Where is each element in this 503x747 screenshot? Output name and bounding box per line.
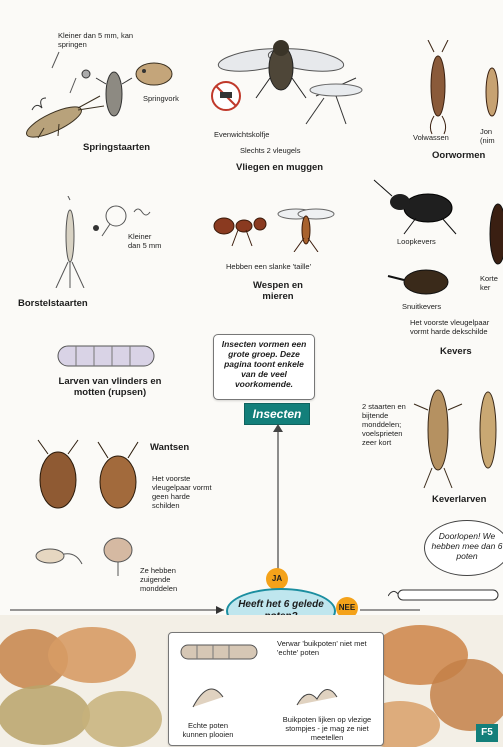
keverlarven-note: 2 staarten en bijtende monddelen; voelsp…: [362, 402, 410, 447]
ant-and-wasp-illustration: [208, 198, 342, 252]
borstelstaarten-size-note: Kleiner dan 5 mm: [128, 232, 162, 250]
wespen-title: Wespen en mieren: [248, 280, 308, 302]
verwar-note: Verwar 'buikpoten' niet met 'echte' pote…: [277, 639, 377, 657]
springvork-illustration: [134, 60, 174, 92]
aphid-illustration: [30, 530, 140, 578]
springtail-illustration: [14, 48, 154, 148]
earwig-illustration: [420, 40, 456, 136]
evenwichtskolfje-label: Evenwichtskolfje: [214, 130, 269, 139]
two-wings-note: Slechts 2 vleugels: [240, 146, 300, 155]
intro-text: Insecten vormen een grote groep. Deze pa…: [214, 335, 314, 393]
loopkevers-label: Loopkevers: [397, 237, 436, 246]
buikpoten-box: Verwar 'buikpoten' niet met 'echte' pote…: [168, 632, 384, 746]
keverlarven-title: Keverlarven: [432, 494, 486, 505]
larven-title: Larven van vlinders en motten (rupsen): [54, 376, 166, 398]
beetle-larva-illustration: [410, 380, 503, 490]
volwassen-label: Volwassen: [413, 133, 449, 142]
echte-poten-note: Echte poten kunnen plooien: [177, 721, 239, 739]
kevers-title: Kevers: [440, 346, 472, 357]
legs-illustration: [187, 677, 357, 713]
oorwormen-title: Oorwormen: [432, 150, 485, 161]
fly-and-mosquito-illustration: [206, 38, 378, 126]
wantsen-title: Wantsen: [150, 442, 189, 453]
vliegen-title: Vliegen en muggen: [236, 162, 323, 173]
ground-beetle-illustration: [372, 176, 468, 236]
springvork-label: Springvork: [143, 94, 179, 103]
doorlopen-text: Doorlopen! We hebben mee dan 6 poten: [425, 521, 503, 561]
intro-box: Insecten vormen een grote groep. Deze pa…: [213, 334, 315, 400]
korte-label: Korte ker: [480, 274, 503, 292]
kevers-note: Het voorste vleugelpaar vormt harde deks…: [410, 318, 503, 336]
jong-label: Jon (nim: [480, 127, 503, 145]
weevil-illustration: [386, 262, 466, 302]
wespen-note: Hebben een slanke 'taille': [226, 262, 311, 271]
ja-badge: JA: [266, 568, 288, 590]
buikpoten-note: Buikpoten lijken op vlezige stompjes - j…: [275, 715, 379, 742]
page-corner-badge: F5: [476, 724, 498, 742]
wantsen-note: Het voorste vleugelpaar vormt geen harde…: [152, 474, 214, 510]
borstelstaarten-title: Borstelstaarten: [18, 298, 88, 309]
zuigende-note: Ze hebben zuigende monddelen: [140, 566, 198, 593]
young-earwig-illustration: [478, 60, 503, 126]
springstaarten-title: Springstaarten: [83, 142, 150, 153]
caterpillar-illustration: [56, 342, 160, 370]
bug-illustration: [22, 438, 146, 516]
insecten-heading: Insecten: [244, 403, 310, 425]
ja-arrow: [272, 424, 284, 574]
beetle-edge-illustration: [484, 198, 503, 270]
doorlopen-bubble: Doorlopen! We hebben mee dan 6 poten: [424, 520, 503, 576]
springstaarten-size-note: Kleiner dan 5 mm, kan springen: [58, 31, 148, 49]
caterpillar-small-illustration: [179, 641, 259, 663]
snuitkevers-label: Snuitkevers: [402, 302, 441, 311]
